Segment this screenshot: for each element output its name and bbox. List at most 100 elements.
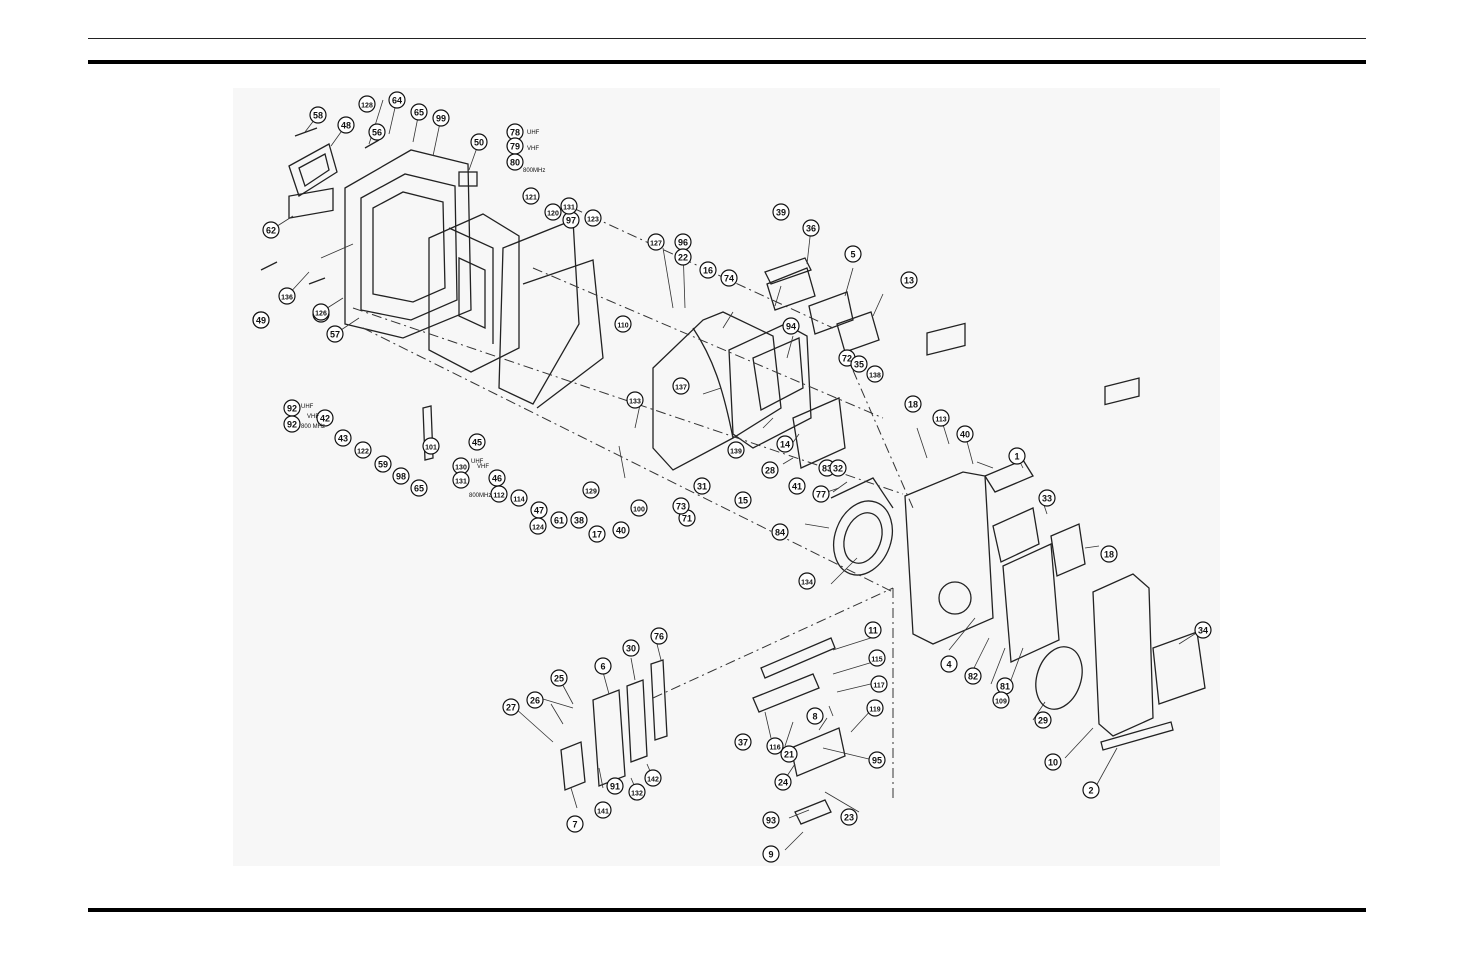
- callout-circle: [506, 153, 524, 171]
- callout-label: 112: [493, 493, 504, 500]
- nameplate-11: [1100, 721, 1174, 751]
- callout-label: 18: [1104, 550, 1114, 560]
- callout-label: 5: [850, 250, 855, 260]
- speaker-33: [833, 500, 893, 576]
- callout-label: 22: [678, 253, 688, 263]
- callout-circle: [522, 187, 540, 205]
- part-6: [592, 689, 626, 787]
- part-30: [626, 679, 648, 763]
- callout-label: 74: [724, 274, 734, 284]
- callout-label: 31: [697, 482, 707, 492]
- callout-circle: [771, 523, 789, 541]
- callout-label: 23: [844, 813, 854, 823]
- callout-label: 92: [287, 404, 297, 414]
- callout-group: 5848128646599565078798062121120971311231…: [252, 91, 1212, 863]
- callout-circle: [612, 521, 630, 539]
- callout-circle: [594, 657, 612, 675]
- callout-circle: [252, 311, 270, 329]
- part-5: [766, 267, 816, 311]
- board-32: [792, 397, 846, 469]
- callout-label: 27: [506, 703, 516, 713]
- callout-circle: [762, 811, 780, 829]
- callout-circle: [1044, 753, 1062, 771]
- callout-label: 76: [654, 632, 664, 642]
- frequency-note: 800MHz: [469, 493, 491, 499]
- callout-label: 99: [436, 114, 446, 124]
- callout-circle: [510, 489, 528, 507]
- frequency-note: 800MHz: [523, 168, 545, 174]
- callout-circle: [864, 621, 882, 639]
- callout-circle: [374, 455, 392, 473]
- callout-label: 15: [738, 496, 748, 506]
- callout-label: 114: [513, 497, 524, 504]
- callout-label: 7: [572, 820, 577, 830]
- callout-label: 119: [869, 707, 880, 714]
- part-110: [836, 311, 880, 353]
- callout-label: 46: [492, 474, 502, 484]
- callout-circle: [410, 479, 428, 497]
- callout-label: 62: [266, 226, 276, 236]
- callout-label: 133: [629, 399, 641, 406]
- callout-circle: [1194, 621, 1212, 639]
- callout-label: 59: [378, 460, 388, 470]
- callout-label: 136: [281, 295, 293, 302]
- callout-label: 45: [472, 438, 482, 448]
- callout-label: 26: [530, 696, 540, 706]
- callout-circle: [368, 123, 386, 141]
- callout-label: 82: [968, 672, 978, 682]
- front-cover-2: [1092, 573, 1154, 737]
- callout-circle: [570, 511, 588, 529]
- callout-circle: [588, 525, 606, 543]
- callout-label: 139: [730, 449, 742, 456]
- callout-circle: [844, 245, 862, 263]
- grille-34: [1035, 646, 1083, 710]
- callout-circle: [720, 269, 738, 287]
- callout-label: 43: [338, 434, 348, 444]
- callout-label: 93: [766, 816, 776, 826]
- callout-label: 42: [320, 414, 330, 424]
- callout-label: 134: [801, 580, 813, 587]
- callout-circle: [560, 197, 578, 215]
- header-thick-rule: [88, 60, 1366, 64]
- gasket-48: [288, 143, 338, 197]
- callout-label: 33: [1042, 494, 1052, 504]
- part-9: [794, 799, 832, 825]
- callout-label: 109: [995, 699, 1007, 706]
- callout-label: 35: [854, 360, 864, 370]
- callout-label: 8: [812, 712, 817, 722]
- part-18-4: [1050, 523, 1086, 577]
- callout-circle: [526, 691, 544, 709]
- callout-circle: [422, 437, 440, 455]
- shield-47: [522, 259, 604, 409]
- callout-label: 101: [425, 445, 437, 452]
- flex-74: [652, 311, 782, 471]
- callout-label: 39: [776, 208, 786, 218]
- callout-label: 131: [455, 479, 467, 486]
- callout-label: 17: [592, 530, 602, 540]
- callout-label: 10: [1048, 758, 1058, 768]
- callout-circle: [628, 783, 646, 801]
- callout-circle: [326, 325, 344, 343]
- callout-circle: [812, 485, 830, 503]
- callout-circle: [468, 433, 486, 451]
- callout-label: 115: [871, 657, 882, 664]
- callout-label: 36: [806, 224, 816, 234]
- speaker-frame: [830, 477, 894, 509]
- callout-circle: [762, 845, 780, 863]
- callout-circle: [566, 815, 584, 833]
- battery-cavity: [372, 191, 446, 303]
- callout-label: 65: [414, 484, 424, 494]
- callout-label: 92: [287, 420, 297, 430]
- board-72: [752, 337, 804, 411]
- callout-circle: [782, 317, 800, 335]
- callout-label: 123: [587, 217, 599, 224]
- footer-thick-rule: [88, 908, 1366, 912]
- pcb-61: [498, 219, 580, 405]
- callout-circle: [388, 91, 406, 109]
- callout-label: 110: [617, 323, 628, 330]
- front-cover-display: [1104, 377, 1140, 406]
- callout-circle: [850, 355, 868, 373]
- front-display-window: [926, 322, 966, 356]
- callout-circle: [956, 425, 974, 443]
- callout-circle: [582, 481, 600, 499]
